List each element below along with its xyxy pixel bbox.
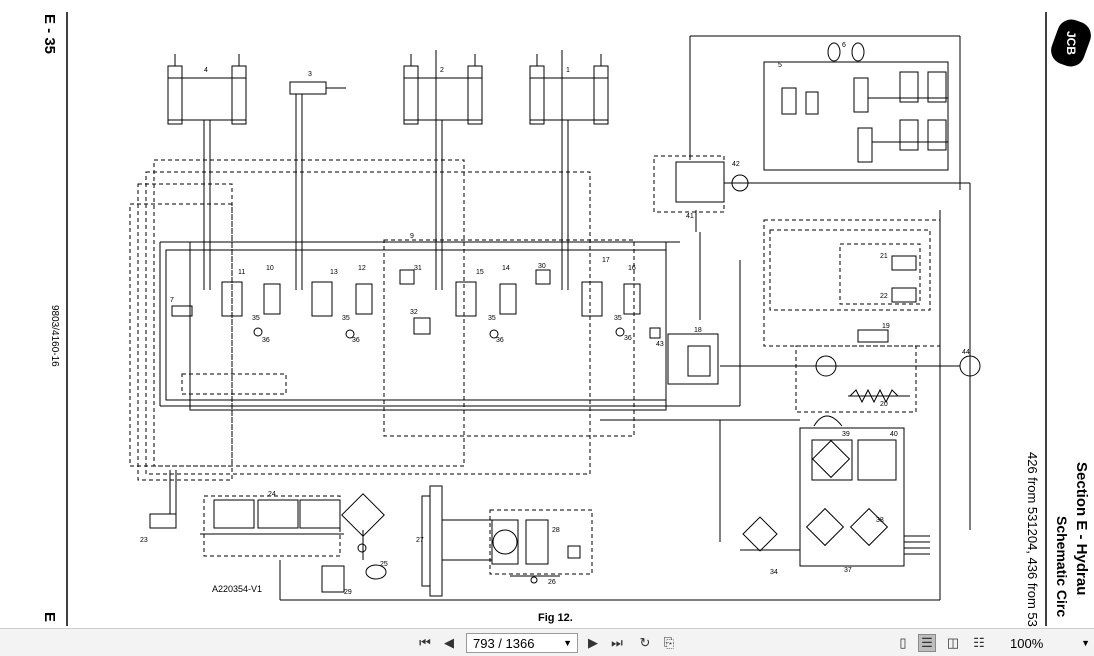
svg-text:39: 39 bbox=[842, 431, 850, 438]
rotate-icon[interactable]: ↻ bbox=[639, 635, 651, 650]
svg-text:40: 40 bbox=[890, 431, 898, 438]
svg-text:18: 18 bbox=[694, 327, 702, 334]
svg-text:41: 41 bbox=[686, 213, 694, 220]
page-display: 793 / 1366 bbox=[473, 635, 535, 651]
viewer-toolbar: ⏮ ◀ 793 / 1366 ▼ ▶ ⏭ ↻ ⎘ ▯ ☰ ◫ ☷ 100% ▼ bbox=[0, 628, 1094, 656]
dropdown-icon[interactable]: ▼ bbox=[563, 638, 572, 648]
zoom-selector[interactable]: 100% ▼ bbox=[1010, 633, 1090, 653]
svg-text:16: 16 bbox=[628, 265, 636, 272]
svg-text:3: 3 bbox=[308, 71, 312, 78]
svg-text:31: 31 bbox=[414, 265, 422, 272]
svg-text:38: 38 bbox=[876, 517, 884, 524]
page-footer-ref: E bbox=[41, 612, 58, 623]
svg-text:9: 9 bbox=[410, 233, 414, 240]
svg-text:34: 34 bbox=[770, 569, 778, 576]
svg-text:14: 14 bbox=[502, 265, 510, 272]
zoom-level: 100% bbox=[1010, 635, 1044, 651]
svg-text:13: 13 bbox=[330, 269, 338, 276]
svg-text:30: 30 bbox=[538, 263, 546, 270]
svg-text:43: 43 bbox=[656, 341, 664, 348]
svg-text:15: 15 bbox=[476, 269, 484, 276]
continuous-icon[interactable]: ☰ bbox=[918, 634, 936, 652]
model-range: 426 from 531204, 436 from 53 bbox=[1025, 452, 1040, 627]
last-page-icon[interactable]: ⏭ bbox=[611, 635, 623, 650]
svg-text:44: 44 bbox=[962, 349, 970, 356]
section-title: Section E - Hydrau bbox=[1073, 462, 1090, 596]
svg-text:7: 7 bbox=[170, 297, 174, 304]
svg-text:2: 2 bbox=[440, 67, 444, 74]
svg-text:1: 1 bbox=[566, 67, 570, 74]
text-select-icon[interactable]: ☷ bbox=[973, 635, 985, 650]
svg-text:24: 24 bbox=[268, 491, 276, 498]
page-header-ref: E - 35 bbox=[41, 14, 58, 55]
svg-text:37: 37 bbox=[844, 567, 852, 574]
part-number: 9803/4160-16 bbox=[49, 305, 60, 367]
zoom-dropdown-icon[interactable]: ▼ bbox=[1081, 638, 1090, 648]
svg-text:42: 42 bbox=[732, 161, 740, 168]
section-subtitle: Schematic Circ bbox=[1054, 516, 1070, 618]
svg-text:29: 29 bbox=[344, 589, 352, 596]
svg-text:10: 10 bbox=[266, 265, 274, 272]
prev-page-icon[interactable]: ◀ bbox=[444, 635, 454, 650]
svg-text:25: 25 bbox=[380, 561, 388, 568]
figure-id: A220354-V1 bbox=[212, 584, 263, 594]
svg-text:20: 20 bbox=[880, 401, 888, 408]
svg-text:32: 32 bbox=[410, 309, 418, 316]
figure-caption: Fig 12. bbox=[538, 612, 573, 624]
brand-logo-text: JCB bbox=[1063, 30, 1078, 56]
svg-text:6: 6 bbox=[842, 42, 846, 49]
page-selector[interactable]: 793 / 1366 ▼ bbox=[466, 633, 578, 653]
svg-text:35: 35 bbox=[488, 315, 496, 322]
svg-text:28: 28 bbox=[552, 527, 560, 534]
svg-text:4: 4 bbox=[204, 67, 208, 74]
svg-text:36: 36 bbox=[496, 337, 504, 344]
svg-text:36: 36 bbox=[262, 337, 270, 344]
svg-text:36: 36 bbox=[352, 337, 360, 344]
single-page-icon[interactable]: ▯ bbox=[899, 635, 907, 650]
copy-icon[interactable]: ⎘ bbox=[663, 635, 675, 650]
svg-text:23: 23 bbox=[140, 537, 148, 544]
svg-text:27: 27 bbox=[416, 537, 424, 544]
svg-text:17: 17 bbox=[602, 257, 610, 264]
svg-text:11: 11 bbox=[238, 269, 245, 276]
svg-text:21: 21 bbox=[880, 253, 888, 260]
svg-text:35: 35 bbox=[252, 315, 260, 322]
facing-icon[interactable]: ◫ bbox=[946, 635, 960, 650]
svg-text:35: 35 bbox=[614, 315, 622, 322]
svg-text:12: 12 bbox=[358, 265, 366, 272]
svg-text:26: 26 bbox=[548, 579, 556, 586]
svg-text:35: 35 bbox=[342, 315, 350, 322]
svg-text:5: 5 bbox=[778, 62, 782, 69]
next-page-icon[interactable]: ▶ bbox=[588, 635, 598, 650]
svg-text:19: 19 bbox=[882, 323, 890, 330]
svg-text:22: 22 bbox=[880, 293, 888, 300]
first-page-icon[interactable]: ⏮ bbox=[419, 635, 431, 650]
svg-text:36: 36 bbox=[624, 335, 632, 342]
